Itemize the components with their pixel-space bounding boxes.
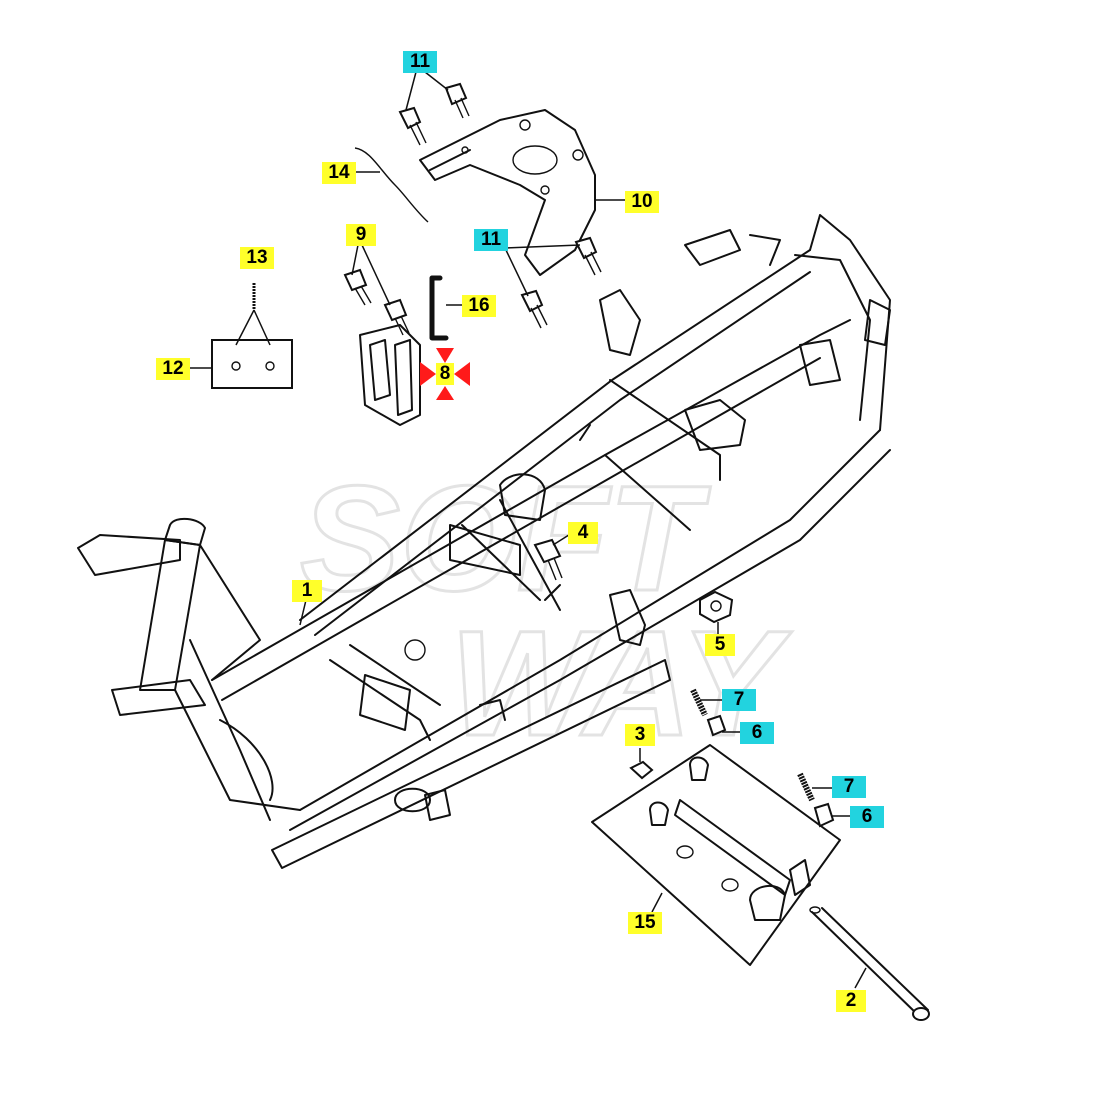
nut-part-3 [629, 760, 654, 780]
callout-6-upper: 6 [740, 722, 774, 744]
callout-8: 8 [436, 363, 454, 385]
callout-9: 9 [346, 224, 376, 246]
callout-1: 1 [292, 580, 322, 602]
callout-7-lower: 7 [832, 776, 866, 798]
callout-6-lower: 6 [850, 806, 884, 828]
bolt-part-11-lower [520, 236, 602, 329]
nut-part-5 [699, 590, 734, 624]
callout-3: 3 [625, 724, 655, 746]
frame-part-1 [77, 214, 891, 869]
callout-14: 14 [322, 162, 356, 184]
callout-7-upper: 7 [722, 689, 756, 711]
callout-16: 16 [462, 295, 496, 317]
callout-11-lower: 11 [474, 229, 508, 251]
callout-13: 13 [240, 247, 274, 269]
callout-15: 15 [628, 912, 662, 934]
cable-part-14 [354, 147, 429, 223]
callout-11-upper: 11 [403, 51, 437, 73]
washer-part-6-lower [813, 802, 835, 828]
callout-10: 10 [625, 191, 659, 213]
callout-5: 5 [705, 634, 735, 656]
callout-12: 12 [156, 358, 190, 380]
screw-part-13 [235, 283, 271, 346]
bolt-part-9 [343, 268, 410, 336]
callout-2: 2 [836, 990, 866, 1012]
rod-part-2 [809, 906, 930, 1021]
bracket-part-10 [419, 109, 596, 276]
plate-part-15 [591, 744, 841, 966]
bolt-part-7-lower [797, 772, 815, 802]
callout-4: 4 [568, 522, 598, 544]
bolt-part-7-upper [690, 688, 708, 717]
plate-part-12 [211, 339, 293, 389]
bolt-part-11-upper [398, 82, 470, 146]
clip-part-16 [429, 275, 449, 341]
washer-part-6-upper [706, 714, 727, 737]
watermark-line2: WAY [450, 599, 792, 767]
marker-part-8 [420, 348, 470, 400]
bolt-part-4 [533, 538, 563, 581]
mount-bracket [359, 324, 421, 426]
